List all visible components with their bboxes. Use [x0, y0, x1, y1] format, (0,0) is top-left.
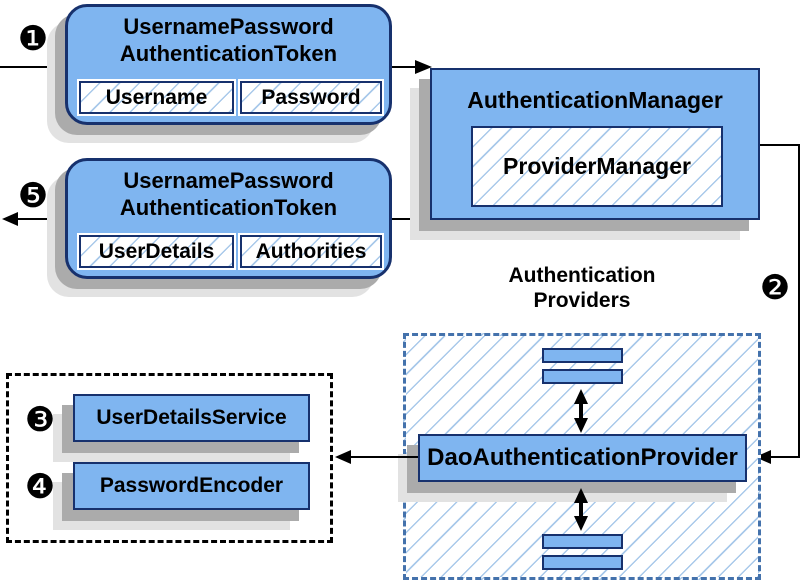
provider-slot [542, 555, 623, 570]
provider-manager-label: ProviderManager [503, 153, 691, 179]
provider-slot [542, 348, 623, 363]
response-line-segment [390, 218, 432, 220]
authorities-field: Authorities [240, 235, 382, 268]
manager-to-providers-line-segment [760, 144, 800, 146]
step-4-badge: ❹ [24, 467, 56, 507]
username-field-label: Username [105, 85, 208, 109]
provider-slot [542, 534, 623, 549]
userdetails-field-label: UserDetails [98, 239, 215, 263]
request-line-segment [390, 66, 415, 68]
dao-authentication-provider-label: DaoAuthenticationProvider [427, 444, 738, 471]
double-arrow-up-icon [574, 488, 588, 503]
services-dotted-box [6, 373, 333, 543]
userdetails-field: UserDetails [79, 235, 234, 268]
step-1-badge: ❶ [17, 19, 49, 59]
authentication-manager-box: AuthenticationManager ProviderManager [430, 68, 760, 220]
authentication-providers-label-line2: Providers [533, 288, 631, 312]
authentication-providers-label-line1: Authentication [508, 264, 656, 287]
authorities-field-label: Authorities [255, 239, 367, 263]
response-line-segment [18, 218, 65, 220]
double-arrow-down-icon [574, 516, 588, 531]
user-details-service-label: UserDetailsService [96, 406, 287, 429]
password-encoder-label: PasswordEncoder [99, 474, 284, 497]
request-token-box: UsernamePassword AuthenticationToken Use… [65, 4, 392, 125]
username-field: Username [79, 81, 234, 114]
response-token-title: UsernamePassword AuthenticationToken [68, 168, 389, 222]
manager-to-providers-line-segment [798, 144, 800, 458]
step-3-badge: ❸ [24, 400, 56, 440]
double-arrow-line [579, 501, 583, 518]
double-arrow-down-icon [574, 418, 588, 433]
password-field: Password [240, 81, 382, 114]
step-5-badge: ❺ [17, 176, 49, 216]
dao-authentication-provider-box: DaoAuthenticationProvider [418, 434, 747, 482]
provider-slot [542, 369, 623, 384]
double-arrow-line [579, 402, 583, 421]
response-token-title-line1: UsernamePassword [123, 168, 334, 193]
response-token-title-line2: AuthenticationToken [119, 194, 338, 220]
arrowhead-left-icon [2, 212, 18, 226]
request-token-title-line1: UsernamePassword [123, 14, 334, 39]
request-token-title: UsernamePassword AuthenticationToken [68, 14, 389, 68]
password-field-label: Password [261, 85, 361, 109]
authentication-providers-label: Authentication Providers [432, 264, 732, 314]
authentication-manager-title: AuthenticationManager [467, 87, 723, 113]
password-encoder-box: PasswordEncoder [73, 462, 310, 510]
arrowhead-left-icon [335, 450, 351, 464]
response-token-box: UsernamePassword AuthenticationToken Use… [65, 158, 392, 279]
dao-to-services-line-segment [351, 456, 418, 458]
provider-manager-box: ProviderManager [471, 126, 723, 207]
step-2-badge: ❷ [759, 268, 791, 308]
manager-to-providers-line-segment [771, 456, 799, 458]
arrowhead-right-icon [415, 60, 432, 74]
double-arrow-up-icon [574, 389, 588, 404]
request-line-segment [0, 66, 65, 68]
user-details-service-box: UserDetailsService [73, 394, 310, 442]
request-token-title-line2: AuthenticationToken [119, 40, 338, 66]
